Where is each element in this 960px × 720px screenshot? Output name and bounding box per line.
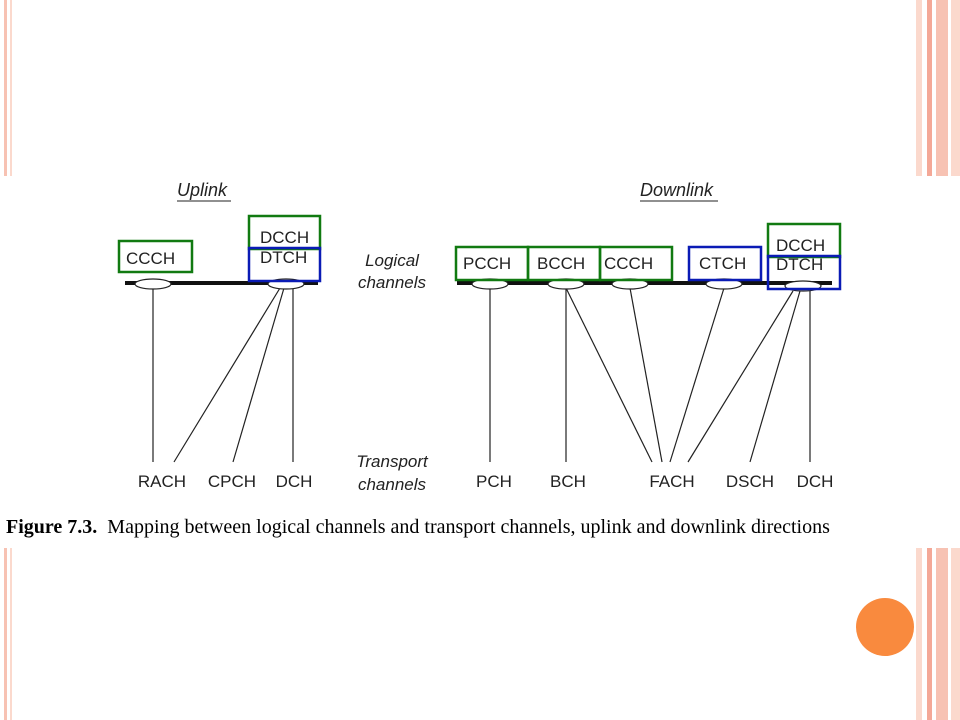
logical-channel-label: BCCH xyxy=(537,254,585,273)
mapping-line xyxy=(687,290,794,463)
logical-channel-box-dtch xyxy=(766,254,842,291)
uplink-title: Uplink xyxy=(177,180,228,200)
logical-channel-label: CTCH xyxy=(699,254,746,273)
mapping-line xyxy=(565,287,653,463)
accent-circle xyxy=(856,598,914,656)
mapping-line xyxy=(629,287,663,463)
downlink-mapping-lines xyxy=(489,287,811,463)
sap-ellipse xyxy=(134,278,172,290)
mapping-line xyxy=(232,287,285,463)
transport-channel-label: CPCH xyxy=(208,472,256,491)
figure-caption-text: Mapping between logical channels and tra… xyxy=(107,516,830,538)
mapping-line xyxy=(749,290,801,463)
logical-channel-label: DTCH xyxy=(776,255,823,274)
transport-channels-label-line1: Transport xyxy=(356,452,429,471)
transport-channel-label: DSCH xyxy=(726,472,774,491)
logical-channel-box-ccch xyxy=(598,245,674,282)
transport-channels-label-line2: channels xyxy=(358,475,427,494)
downlink-logical-channels: PCCH BCCH CCCH CTCH DCCH DTCH xyxy=(454,222,842,291)
figure-panel: Uplink Downlink Logical channels Transpo… xyxy=(0,176,960,548)
transport-channel-label: FACH xyxy=(649,472,694,491)
transport-channel-label: DCH xyxy=(797,472,834,491)
transport-channel-label: DCH xyxy=(276,472,313,491)
mapping-line xyxy=(669,287,725,463)
transport-channel-label: RACH xyxy=(138,472,186,491)
logical-channel-box-dtch xyxy=(247,246,322,283)
logical-channel-label: DTCH xyxy=(260,248,307,267)
service-access-points xyxy=(134,278,822,292)
logical-channel-label: DCCH xyxy=(776,236,825,255)
downlink-title: Downlink xyxy=(640,180,714,200)
uplink-logical-channels: CCCH DCCH DTCH xyxy=(117,214,322,283)
mapping-line xyxy=(173,287,281,463)
downlink-transport-channels: PCH BCH FACH DSCH DCH xyxy=(476,472,833,491)
logical-channel-label: CCCH xyxy=(126,249,175,268)
logical-channel-label: PCCH xyxy=(463,254,511,273)
channel-mapping-diagram: Uplink Downlink Logical channels Transpo… xyxy=(117,180,842,494)
logical-channel-box-ccch xyxy=(117,239,194,274)
figure-caption: Figure 7.3. Mapping between logical chann… xyxy=(6,516,960,539)
transport-channel-label: PCH xyxy=(476,472,512,491)
uplink-mapping-lines xyxy=(152,287,294,463)
logical-channels-label-line2: channels xyxy=(358,273,427,292)
transport-channel-label: BCH xyxy=(550,472,586,491)
logical-channels-label-line1: Logical xyxy=(365,251,420,270)
logical-channel-label: CCCH xyxy=(604,254,653,273)
uplink-transport-channels: RACH CPCH DCH xyxy=(138,472,313,491)
logical-channel-label: DCCH xyxy=(260,228,309,247)
logical-channel-box-ctch xyxy=(687,245,763,282)
figure-caption-label: Figure 7.3. xyxy=(6,516,98,538)
